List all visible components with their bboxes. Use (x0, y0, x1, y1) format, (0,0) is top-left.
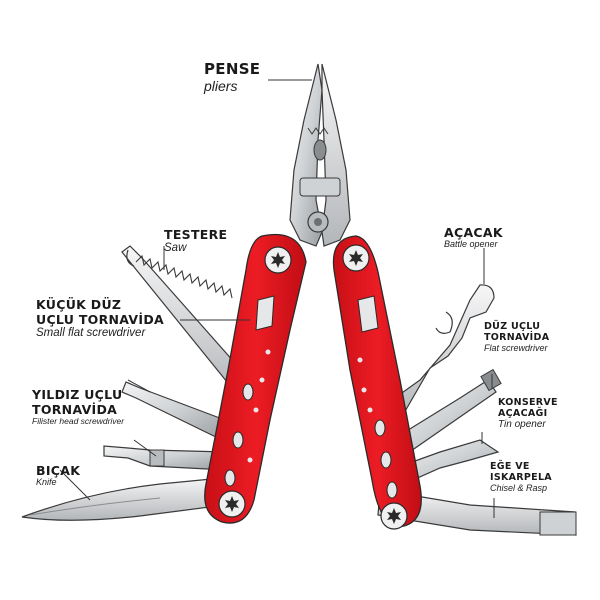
label-phillips-screwdriver: YILDIZ UÇLU TORNAVİDA Filister head scre… (32, 388, 124, 426)
bottle-opener (391, 284, 495, 422)
label-chisel-rasp-tr2: ISKARPELA (490, 471, 552, 483)
label-knife-tr: BIÇAK (36, 463, 81, 478)
saw-teeth (135, 254, 233, 299)
label-chisel-rasp-tr1: EĞE VE (490, 461, 530, 472)
label-phillips-en: Filister head screwdriver (32, 416, 125, 427)
label-tin-opener-en: Tin opener (498, 418, 546, 430)
label-knife-en: Knife (36, 477, 57, 488)
label-phillips-tr2: TORNAVİDA (32, 402, 118, 418)
label-pliers-tr: PENSE (204, 60, 261, 78)
torx-screw-icon (264, 246, 292, 274)
phillips-screwdriver (103, 445, 227, 471)
label-small-flat-en: Small flat screwdriver (36, 327, 146, 340)
label-bottle-opener-en: Battle opener (444, 239, 498, 250)
label-tin-opener: KONSERVE AÇACAĞI Tin opener (498, 398, 558, 430)
label-phillips-tr1: YILDIZ UÇLU (32, 387, 123, 402)
label-saw: TESTERE Saw (164, 228, 227, 254)
torx-screw-icon (380, 502, 408, 530)
label-bottle-opener: AÇACAK Battle opener (444, 226, 503, 250)
torx-screw-icon (218, 490, 246, 518)
label-flat-screwdriver-en: Flat screwdriver (484, 342, 548, 353)
knife-blade (21, 477, 226, 521)
label-chisel-rasp: EĞE VE ISKARPELA Chisel & Rasp (490, 462, 552, 493)
small-flat-screwdriver (121, 381, 226, 441)
label-tin-opener-tr1: KONSERVE (498, 397, 558, 408)
label-flat-screwdriver-tr2: TORNAVİDA (484, 331, 550, 343)
label-flat-screwdriver: DÜZ UÇLU TORNAVİDA Flat screwdriver (484, 322, 549, 353)
label-small-flat-tr2: UÇLU TORNAVİDA (36, 312, 164, 328)
pliers-jaw-left (289, 63, 323, 247)
label-pliers-en: pliers (204, 77, 238, 94)
label-chisel-rasp-en: Chisel & Rasp (490, 482, 548, 493)
label-saw-en: Saw (164, 242, 187, 255)
label-flat-screwdriver-tr1: DÜZ UÇLU (484, 321, 541, 332)
label-small-flat-screwdriver: KÜÇÜK DÜZ UÇLU TORNAVİDA Small flat scre… (36, 298, 164, 339)
label-tin-opener-tr2: AÇACAĞI (498, 407, 548, 419)
pliers-jaw-right (321, 63, 351, 247)
torx-screw-icon (342, 244, 370, 272)
leader-lines (59, 79, 495, 518)
label-pliers: PENSE pliers (204, 60, 261, 94)
handle-left (204, 233, 307, 524)
label-saw-tr: TESTERE (164, 227, 228, 242)
label-knife: BIÇAK Knife (36, 464, 80, 488)
handle-right (332, 235, 422, 527)
label-bottle-opener-tr: AÇACAK (444, 225, 503, 240)
label-small-flat-tr1: KÜÇÜK DÜZ (36, 297, 122, 312)
